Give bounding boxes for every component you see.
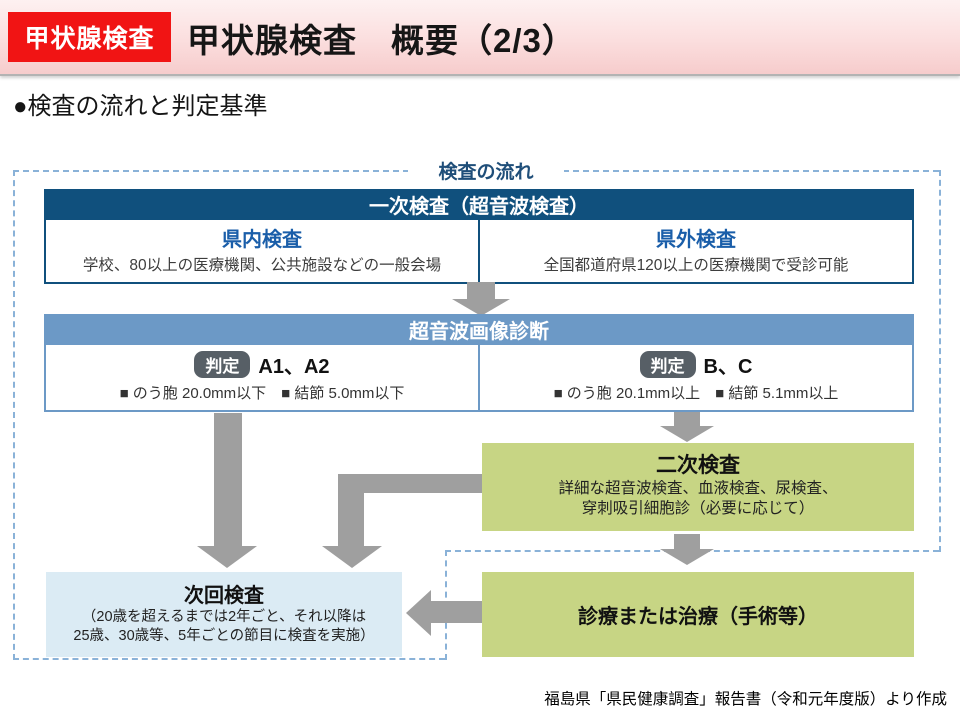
in-pref-desc: 学校、80以上の医療機関、公共施設などの一般会場 (82, 257, 442, 274)
diagnosis-a-cell: 判定 A1、A2 ■ のう胞 20.0mm以下 ■ 結節 5.0mm以下 (46, 345, 478, 410)
diagnosis-table: 超音波画像診断 判定 A1、A2 ■ のう胞 20.0mm以下 ■ 結節 5.0… (44, 314, 914, 412)
out-pref-title: 県外検査 (656, 229, 736, 251)
secondary-exam-desc-line1: 詳細な超音波検査、血液検査、尿検査、 (558, 480, 838, 497)
primary-exam-header: 一次検査（超音波検査） (44, 189, 914, 220)
secondary-exam-desc-line2: 穿刺吸引細胞診（必要に応じて） (581, 500, 815, 518)
treatment-title: 診療または治療（手術等） (578, 606, 818, 628)
judge-grades-a: A1、A2 (258, 356, 330, 378)
judge-badge: 判定 (194, 351, 251, 378)
source-note: 福島県「県民健康調査」報告書（令和元年度版）より作成 (544, 691, 947, 708)
treatment-box: 診療または治療（手術等） (482, 572, 914, 657)
page-title: 甲状腺検査 概要（2/3） (187, 22, 576, 59)
category-tag: 甲状腺検査 (8, 12, 171, 62)
flow-frame-border-left (13, 170, 15, 660)
next-exam-desc-line1: （20歳を超えるまでは2年ごと、それ以降は (81, 609, 367, 625)
next-exam-desc-line2: 25歳、30歳等、5年ごとの節目に検査を実施） (73, 627, 375, 644)
secondary-exam-title: 二次検査 (656, 454, 740, 477)
next-exam-title: 次回検査 (184, 585, 264, 607)
diagnosis-bc-cell: 判定 B、C ■ のう胞 20.1mm以上 ■ 結節 5.1mm以上 (478, 345, 912, 410)
criteria-bc: ■ のう胞 20.1mm以上 ■ 結節 5.1mm以上 (553, 385, 839, 402)
section-heading: ●検査の流れと判定基準 (13, 93, 268, 120)
next-exam-box: 次回検査 （20歳を超えるまでは2年ごと、それ以降は 25歳、30歳等、5年ごと… (46, 572, 402, 657)
flow-frame-border-bottom-left (13, 658, 445, 660)
out-pref-desc: 全国都道府県120以上の医療機関で受診可能 (543, 257, 849, 274)
flow-frame-label: 検査の流れ (408, 156, 564, 184)
judge-grades-bc: B、C (703, 356, 753, 378)
secondary-exam-box: 二次検査 詳細な超音波検査、血液検査、尿検査、 穿刺吸引細胞診（必要に応じて） (482, 443, 914, 531)
flow-frame-border-right (939, 170, 941, 552)
judge-badge: 判定 (639, 351, 696, 378)
primary-exam-table: 一次検査（超音波検査） 県内検査 学校、80以上の医療機関、公共施設などの一般会… (44, 189, 914, 284)
slide-header: 甲状腺検査 甲状腺検査 概要（2/3） (0, 0, 960, 76)
in-pref-title: 県内検査 (222, 229, 302, 251)
criteria-a: ■ のう胞 20.0mm以下 ■ 結節 5.0mm以下 (119, 385, 405, 402)
diagnosis-header: 超音波画像診断 (44, 314, 914, 345)
primary-exam-out-pref-cell: 県外検査 全国都道府県120以上の医療機関で受診可能 (478, 220, 912, 282)
primary-exam-in-pref-cell: 県内検査 学校、80以上の医療機関、公共施設などの一般会場 (46, 220, 478, 282)
